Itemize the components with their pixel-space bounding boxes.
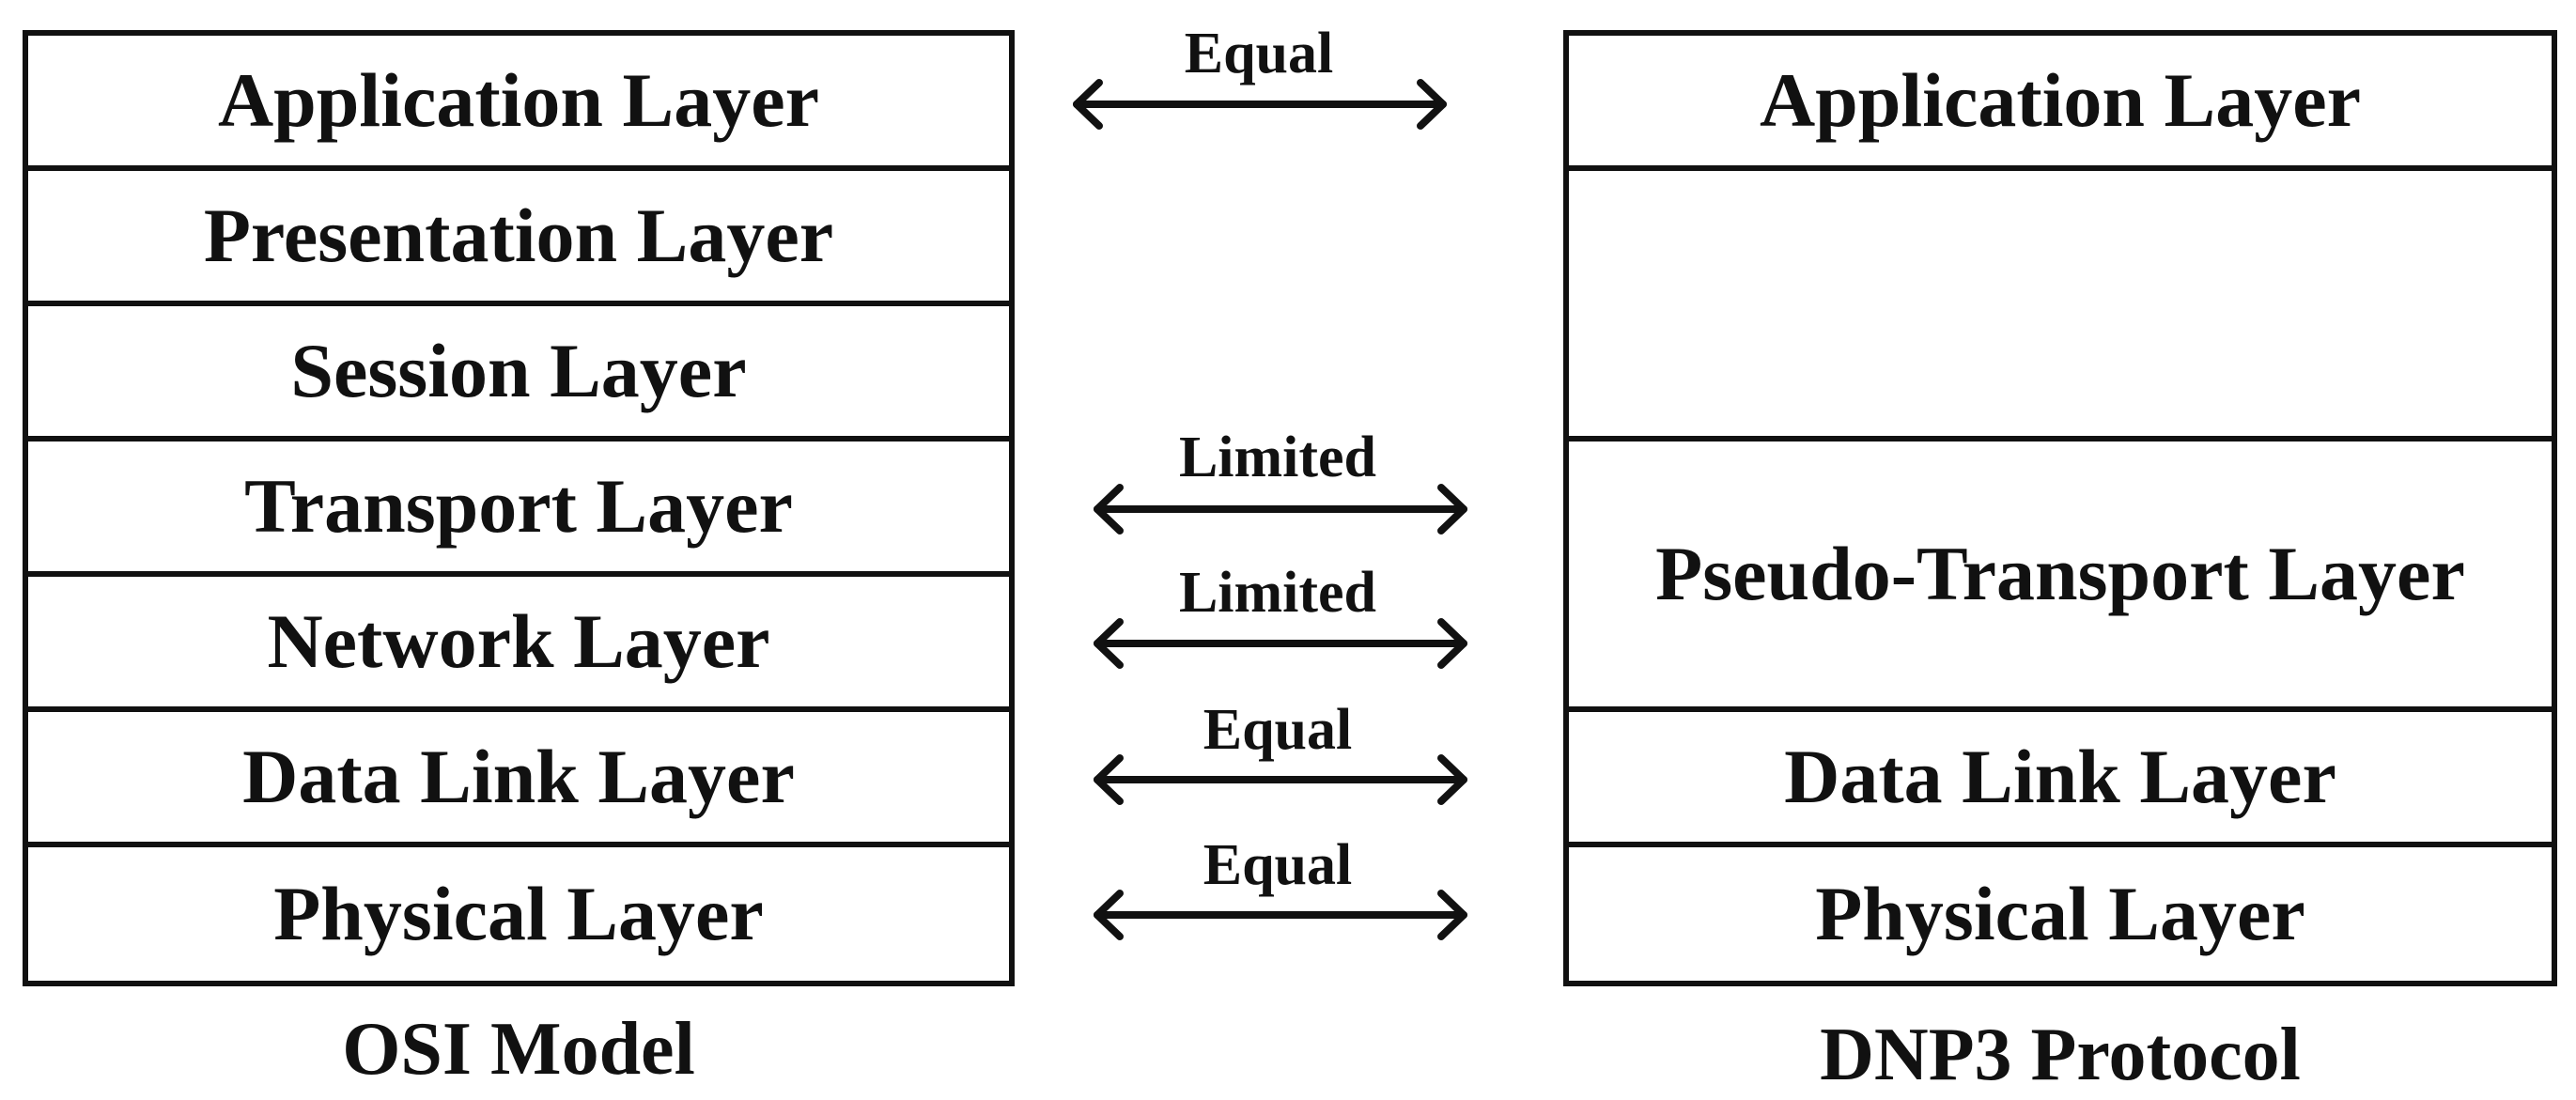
dnp3-physical-layer: Physical Layer: [1815, 871, 2305, 956]
osi-application-layer: Application Layer: [28, 36, 1009, 171]
relation-label-physical: Equal: [1203, 833, 1353, 897]
relation-label-transport: Limited: [1178, 426, 1377, 489]
double-arrow-icon: [1094, 890, 1467, 940]
osi-model-stack: Application Layer Presentation Layer Ses…: [23, 30, 1015, 986]
osi-network-layer: Network Layer: [28, 577, 1009, 712]
dnp3-data-link-layer: Data Link Layer: [1569, 712, 2552, 847]
osi-session-layer: Session Layer: [28, 306, 1009, 442]
relation-label-data-link: Equal: [1203, 698, 1353, 762]
dnp3-pseudo-transport-layer: Pseudo-Transport Layer: [1569, 442, 2552, 712]
osi-physical-layer: Physical Layer: [273, 871, 764, 956]
dnp3-protocol-caption: DNP3 Protocol: [1820, 1014, 2301, 1096]
double-arrow-icon: [1094, 754, 1467, 805]
double-arrow-icon: [1094, 484, 1467, 535]
relation-label-network: Limited: [1178, 561, 1377, 625]
relation-label-application: Equal: [1184, 22, 1334, 85]
dnp3-application-layer: Application Layer: [1569, 36, 2552, 171]
dnp3-protocol-stack: Application Layer Pseudo-Transport Layer…: [1563, 30, 2557, 986]
osi-data-link-layer: Data Link Layer: [28, 712, 1009, 847]
double-arrow-icon: [1073, 79, 1447, 130]
dnp3-empty-block: [1569, 171, 2552, 442]
double-arrow-icon: [1094, 618, 1467, 669]
osi-transport-layer: Transport Layer: [28, 442, 1009, 577]
osi-presentation-layer: Presentation Layer: [28, 171, 1009, 306]
osi-model-caption: OSI Model: [342, 1008, 695, 1091]
